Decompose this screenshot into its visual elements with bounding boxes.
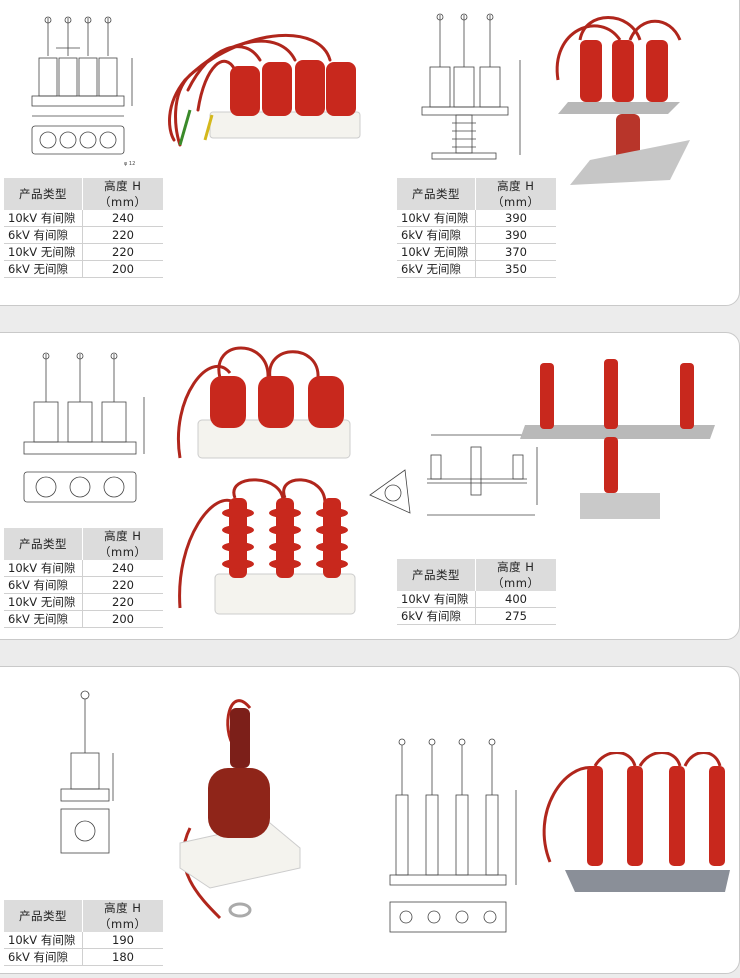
col-type: 产品类型 xyxy=(397,178,476,210)
col-height: 高度 H（mm） xyxy=(475,178,557,210)
arrester-drawing-2 xyxy=(421,13,521,160)
arrester-drawing-3 xyxy=(23,352,145,503)
arrester-photo-2 xyxy=(555,16,690,185)
col-type: 产品类型 xyxy=(4,528,83,560)
arrester-drawing-5 xyxy=(60,690,114,854)
arrester-photo-4 xyxy=(178,478,356,615)
arrester-drawing-4 xyxy=(369,434,538,516)
col-type: 产品类型 xyxy=(397,559,476,591)
arrester-photo-5 xyxy=(520,359,715,519)
col-height: 高度 H（mm） xyxy=(82,528,164,560)
col-type: 产品类型 xyxy=(4,900,83,932)
arrester-photo-7 xyxy=(542,752,730,892)
col-type: 产品类型 xyxy=(4,178,83,210)
arrester-drawing-1: φ 12 xyxy=(31,16,135,167)
arrester-drawing-6 xyxy=(389,738,517,933)
arrester-photo-3 xyxy=(177,346,351,459)
arrester-photo-6 xyxy=(179,699,301,920)
arrester-photo-1 xyxy=(168,33,361,147)
col-height: 高度 H（mm） xyxy=(475,559,557,591)
col-height: 高度 H（mm） xyxy=(82,178,164,210)
svg-text:φ 12: φ 12 xyxy=(124,161,135,167)
col-height: 高度 H（mm） xyxy=(82,900,164,932)
